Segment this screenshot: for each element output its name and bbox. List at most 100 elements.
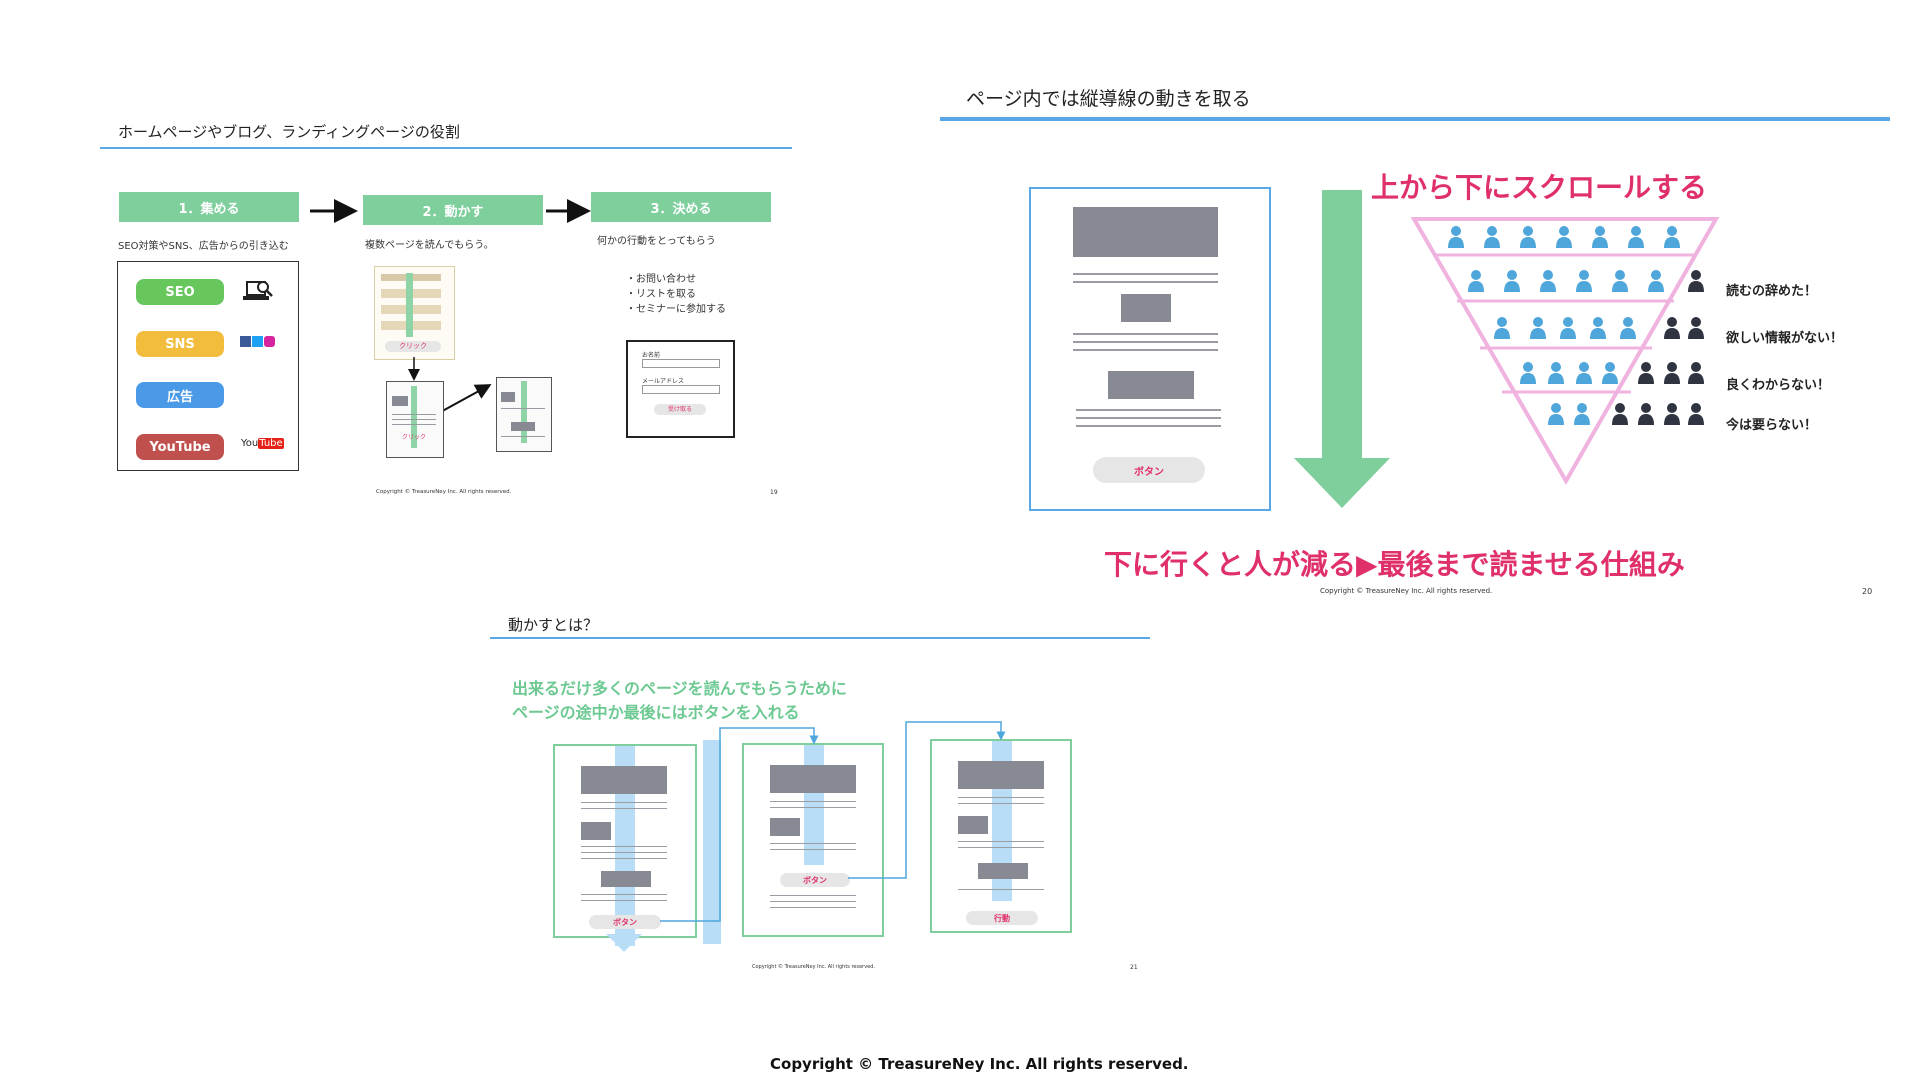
scroll-heading: 上から下にスクロールする — [1371, 171, 1708, 204]
person-icon — [1664, 317, 1680, 339]
person-icon — [1688, 403, 1704, 425]
person-icon — [1612, 403, 1628, 425]
page-a-click: クリック — [401, 434, 426, 441]
facebook-icon — [240, 336, 251, 347]
person-icon — [1628, 226, 1644, 248]
page-1-arrow-tip — [606, 934, 642, 952]
hero-block — [1073, 207, 1218, 257]
person-icon — [1664, 226, 1680, 248]
action-1: ・お問い合わせ — [626, 274, 696, 285]
slide-21-title: 動かすとは？ — [508, 616, 599, 634]
person-icon — [1612, 270, 1628, 292]
person-icon — [1590, 317, 1606, 339]
seo-pill: SEO — [136, 279, 224, 305]
sns-pill: SNS — [136, 331, 224, 357]
flow-page-2-button[interactable]: ボタン — [780, 873, 850, 887]
youtube-logo: YouTube — [241, 438, 284, 449]
twitter-icon — [252, 336, 263, 347]
reader-funnel — [1410, 217, 1720, 486]
scroll-bar — [703, 740, 721, 944]
person-icon — [1448, 226, 1464, 248]
ad-pill: 広告 — [136, 382, 224, 408]
page-a: クリック — [386, 381, 444, 458]
slide-21-page: 21 — [1130, 964, 1138, 971]
step-3-caption: 何かの行動をとってもらう — [597, 236, 716, 247]
bottom-heading: 下に行くと人が減る▶最後まで読ませる仕組み — [1104, 548, 1685, 581]
step-2-bar: 2．動かす — [363, 195, 543, 225]
lead-line-1: 出来るだけ多くのページを読んでもらうために — [512, 679, 847, 698]
person-icon — [1530, 317, 1546, 339]
form-email-input[interactable] — [642, 385, 720, 394]
youtube-logo-text: Tube — [258, 438, 284, 449]
youtube-pill: YouTube — [136, 434, 224, 460]
action-3: ・セミナーに参加する — [626, 304, 726, 315]
slide-19-page: 19 — [770, 489, 778, 496]
person-icon — [1494, 317, 1510, 339]
reason-2: 欲しい情報がない！ — [1726, 331, 1844, 346]
social-icons — [240, 336, 275, 347]
slide-20-title: ページ内では縦導線の動きを取る — [966, 88, 1251, 110]
step-2-caption: 複数ページを読んでもらう。 — [365, 240, 494, 251]
form-name-input[interactable] — [642, 359, 720, 368]
down-arrow — [1294, 190, 1390, 508]
reason-3: 良くわからない！ — [1726, 378, 1831, 393]
person-icon — [1540, 270, 1556, 292]
flow-page-3: 行動 — [930, 739, 1072, 933]
person-icon — [1638, 403, 1654, 425]
title-rule — [100, 147, 792, 149]
form-email-label: メールアドレス — [642, 378, 685, 385]
slide-21-copyright: Copyright © TreasureNey Inc. All rights … — [752, 964, 876, 970]
instagram-icon — [264, 336, 275, 347]
person-icon — [1484, 226, 1500, 248]
person-icon — [1504, 270, 1520, 292]
step-1-caption: SEO対策やSNS、広告からの引き込む — [118, 241, 289, 252]
step-3-bar: 3．決める — [591, 192, 771, 222]
flow-page-3-action[interactable]: 行動 — [966, 911, 1038, 925]
person-icon — [1548, 362, 1564, 384]
person-icon — [1688, 317, 1704, 339]
person-icon — [1576, 362, 1592, 384]
title-rule — [940, 117, 1890, 121]
person-icon — [1548, 403, 1564, 425]
person-icon — [1664, 362, 1680, 384]
source-click-button: クリック — [385, 341, 441, 352]
step-1-bar: 1．集める — [119, 192, 299, 222]
slide-20-page: 20 — [1862, 587, 1873, 596]
channels-box — [117, 261, 299, 471]
reason-1: 読むの辞めた！ — [1726, 284, 1818, 299]
person-icon — [1520, 226, 1536, 248]
form-card: お名前 メールアドレス 受け取る — [626, 340, 735, 438]
person-icon — [1638, 362, 1654, 384]
person-icon — [1520, 362, 1536, 384]
flow-page-1: ボタン — [553, 744, 697, 946]
person-icon — [1556, 226, 1572, 248]
form-submit-button[interactable]: 受け取る — [654, 404, 706, 415]
person-icon — [1602, 362, 1618, 384]
flow-page-1-button[interactable]: ボタン — [589, 915, 661, 929]
person-icon — [1592, 226, 1608, 248]
person-icon — [1620, 317, 1636, 339]
slide-20-copyright: Copyright © TreasureNey Inc. All rights … — [1320, 587, 1493, 595]
slide-19-copyright: Copyright © TreasureNey Inc. All rights … — [376, 489, 512, 495]
page-mockup: ボタン — [1029, 187, 1271, 511]
person-icon — [1574, 403, 1590, 425]
lead-line-2: ページの途中か最後にはボタンを入れる — [512, 703, 800, 722]
form-name-label: お名前 — [642, 352, 661, 359]
person-icon — [1664, 403, 1680, 425]
reason-4: 今は要らない！ — [1726, 418, 1818, 433]
title-rule — [490, 637, 1150, 639]
flow-page-2: ボタン — [742, 743, 884, 937]
person-icon — [1468, 270, 1484, 292]
person-icon — [1576, 270, 1592, 292]
person-icon — [1688, 270, 1704, 292]
slide-19-title: ホームページやブログ、ランディングページの役割 — [118, 123, 460, 141]
page-b — [496, 377, 552, 452]
person-icon — [1688, 362, 1704, 384]
footer-copyright: Copyright © TreasureNey Inc. All rights … — [770, 1055, 1189, 1073]
page-button[interactable]: ボタン — [1093, 457, 1205, 483]
person-icon — [1648, 270, 1664, 292]
source-page: クリック — [374, 266, 455, 360]
